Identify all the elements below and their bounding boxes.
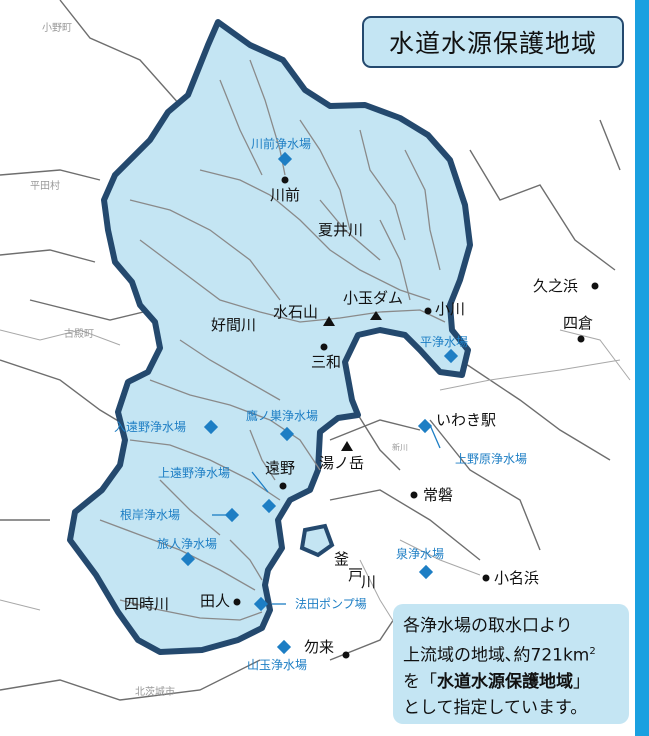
- label-kawa: 川: [361, 573, 377, 591]
- izumi-plant-marker: [418, 564, 434, 580]
- taira-plant-marker: [443, 348, 459, 364]
- note-line-3-open: を「: [403, 671, 437, 692]
- joban-dot: [410, 491, 418, 499]
- map-title: 水道水源保護地域: [362, 16, 624, 68]
- label-mizuishiyama: 水石山: [273, 303, 319, 321]
- yunotake-marker: [341, 441, 353, 451]
- label-joban: 常磐: [423, 486, 454, 504]
- label-nakoso: 勿来: [304, 638, 335, 656]
- label-yotokigawa: 四時川: [124, 595, 170, 613]
- label-yoshimagawa: 好間川: [211, 316, 257, 334]
- plant-label-negishi: 根岸浄水場: [120, 508, 181, 522]
- note-line-2-text: 上流域の地域､約721km: [403, 645, 590, 666]
- kawamae-dot: [281, 176, 289, 184]
- ogawa-dot: [424, 307, 432, 315]
- edge-color-bar: [635, 0, 649, 736]
- kawamae-plant-marker: [277, 151, 293, 167]
- label-onahama: 小名浜: [494, 569, 540, 587]
- reservoir: [299, 523, 335, 558]
- label-yotsukura: 四倉: [563, 314, 594, 332]
- label-shinkawa: 新川: [392, 443, 408, 452]
- yamatama-plant-marker: [276, 639, 292, 655]
- label-hiratamura: 平田村: [30, 181, 60, 192]
- plant-label-uenohara: 上野原浄水場: [455, 452, 528, 466]
- kodama-dam-marker: [370, 311, 382, 320]
- note-area-unit-superscript: 2: [589, 646, 596, 657]
- nakoso-dot: [342, 651, 350, 659]
- label-tabito: 田人: [200, 592, 231, 610]
- note-line-3-close: 」: [573, 671, 590, 692]
- label-kuno-hama: 久之浜: [533, 277, 579, 295]
- label-iwaki-station: いわき駅: [436, 411, 497, 429]
- note-line-2: 上流域の地域､約721km2: [403, 639, 619, 669]
- municipal-boundaries: [0, 0, 621, 701]
- label-kodama-dam: 小玉ダム: [343, 289, 404, 307]
- plant-label-kamitono: 上遠野浄水場: [158, 466, 231, 480]
- plant-label-tabito: 旅人浄水場: [157, 537, 218, 551]
- tabito-plant-marker: [180, 551, 196, 567]
- label-kamado: 釜: [334, 550, 350, 568]
- protection-area: [67, 19, 473, 655]
- label-toono: 遠野: [265, 459, 296, 477]
- plant-label-taira: 平浄水場: [420, 335, 469, 349]
- note-line-1: 各浄水場の取水口より: [403, 616, 573, 636]
- town-dots: [233, 176, 599, 659]
- kuno-hama-dot: [591, 282, 599, 290]
- river-network: [99, 59, 446, 621]
- kamitono-plant-marker: [261, 498, 277, 514]
- label-kitaibaraki: 北茨城市: [135, 687, 175, 698]
- plant-label-yamatama: 山玉浄水場: [247, 658, 308, 672]
- map-title-text: 水道水源保護地域: [388, 29, 597, 58]
- plant-label-iritono: 入遠野浄水場: [114, 420, 187, 434]
- negishi-plant-marker: [224, 507, 240, 523]
- tabito-dot: [233, 598, 241, 606]
- miwa-dot: [320, 343, 328, 351]
- label-yunotake: 湯ノ岳: [319, 454, 365, 472]
- plant-label-izumi: 泉浄水場: [396, 547, 445, 561]
- explanation-note: 各浄水場の取水口より 上流域の地域､約721km2 を「水道水源保護地域」 とし…: [393, 604, 629, 724]
- label-ogawa: 小川: [435, 300, 466, 318]
- mountain-markers: [323, 311, 382, 451]
- yotsukura-dot: [577, 335, 585, 343]
- plant-label-takanosu: 鷹ノ巣浄水場: [246, 409, 319, 423]
- takanosu-plant-marker: [279, 426, 295, 442]
- label-todo: 戸: [348, 566, 364, 584]
- plant-label-hodata-pump: 法田ポンプ場: [295, 597, 367, 611]
- note-line-3: を「水道水源保護地域」: [403, 669, 619, 695]
- label-onomachi: 小野町: [42, 23, 72, 34]
- note-line-4: として指定しています。: [403, 697, 588, 718]
- label-furudonomachi: 古殿町: [64, 329, 94, 340]
- hodata-pump-marker: [253, 596, 269, 612]
- uenohara-plant-marker: [417, 418, 433, 434]
- note-line-3-bold: 水道水源保護地域: [437, 671, 573, 692]
- label-natsuigawa: 夏井川: [318, 221, 364, 239]
- onahama-dot: [482, 574, 490, 582]
- toono-dot: [279, 482, 287, 490]
- mizuishiyama-marker: [323, 316, 335, 326]
- label-kawamae: 川前: [270, 186, 301, 204]
- plant-label-kawamae: 川前浄水場: [251, 137, 312, 151]
- iritono-plant-marker: [203, 419, 219, 435]
- plant-markers: [180, 151, 459, 655]
- label-miwa: 三和: [311, 353, 342, 371]
